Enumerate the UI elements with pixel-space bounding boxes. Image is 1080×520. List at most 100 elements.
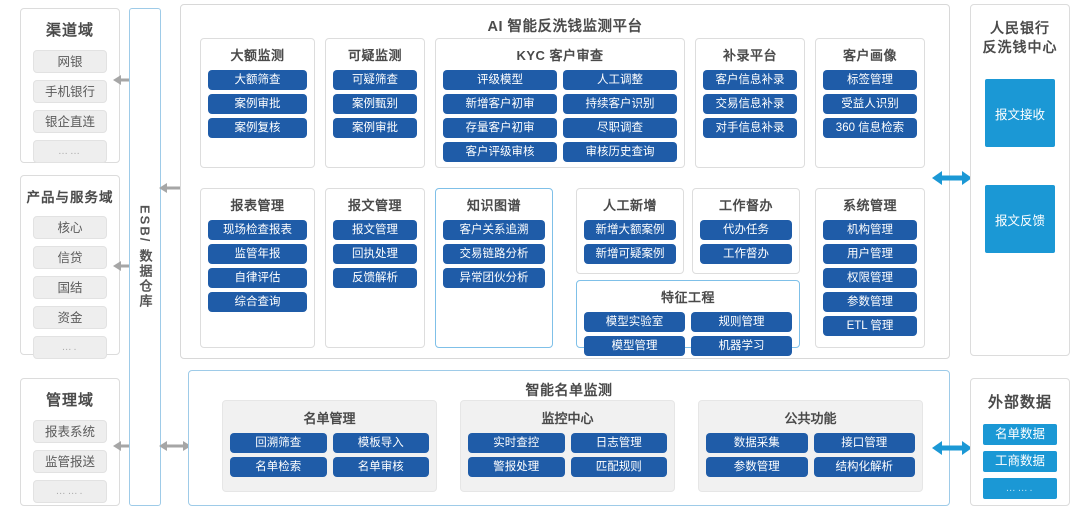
module-button[interactable]: 规则管理 xyxy=(691,312,792,332)
module-button[interactable]: 可疑筛查 xyxy=(333,70,417,90)
module-button[interactable]: 客户评级审核 xyxy=(443,142,557,162)
module-button[interactable]: 权限管理 xyxy=(823,268,917,288)
group-title: 名单管理 xyxy=(303,411,356,426)
module-button[interactable]: 对手信息补录 xyxy=(703,118,797,138)
group-button[interactable]: 结构化解析 xyxy=(813,457,915,477)
module-message-management: 报文管理 报文管理 回执处理 反馈解析 xyxy=(325,188,425,348)
module-button[interactable]: 360 信息检索 xyxy=(823,118,917,138)
group-monitoring-center: 监控中心 实时查控 日志管理 警报处理 匹配规则 xyxy=(460,400,675,492)
module-supplementary-platform: 补录平台 客户信息补录 交易信息补录 对手信息补录 xyxy=(695,38,805,168)
module-button[interactable]: 报文管理 xyxy=(333,220,417,240)
module-button[interactable]: 大额筛查 xyxy=(208,70,307,90)
module-knowledge-graph: 知识图谱 客户关系追溯 交易链路分析 异常团伙分析 xyxy=(435,188,553,348)
module-button[interactable]: 新增可疑案例 xyxy=(584,244,676,264)
domain-item[interactable]: 手机银行 xyxy=(33,80,107,103)
domain-item[interactable]: 核心 xyxy=(33,216,107,239)
group-button[interactable]: 模板导入 xyxy=(332,433,429,453)
group-button[interactable]: 日志管理 xyxy=(570,433,667,453)
module-work-supervision: 工作督办 代办任务 工作督办 xyxy=(692,188,800,274)
group-button[interactable]: 接口管理 xyxy=(813,433,915,453)
group-button[interactable]: 实时查控 xyxy=(468,433,565,453)
pboc-box-message-feedback[interactable]: 报文反馈 xyxy=(985,185,1055,253)
group-button[interactable]: 警报处理 xyxy=(468,457,565,477)
module-button[interactable]: 案例复核 xyxy=(208,118,307,138)
external-data-item[interactable]: 工商数据 xyxy=(983,451,1057,472)
domain-item[interactable]: 监管报送 xyxy=(33,450,107,473)
group-title: 监控中心 xyxy=(541,411,594,426)
module-button[interactable]: 存量客户初审 xyxy=(443,118,557,138)
module-button[interactable]: 用户管理 xyxy=(823,244,917,264)
group-public-functions: 公共功能 数据采集 接口管理 参数管理 结构化解析 xyxy=(698,400,923,492)
group-button[interactable]: 匹配规则 xyxy=(570,457,667,477)
domain-item[interactable]: 资金 xyxy=(33,306,107,329)
domain-title: 管理域 xyxy=(45,392,94,409)
module-title: 工作督办 xyxy=(718,198,773,213)
module-button[interactable]: 回执处理 xyxy=(333,244,417,264)
module-button[interactable]: 标签管理 xyxy=(823,70,917,90)
module-button[interactable]: 案例审批 xyxy=(333,118,417,138)
module-button[interactable]: 工作督办 xyxy=(700,244,792,264)
module-button[interactable]: 尽职调查 xyxy=(563,118,677,138)
module-button[interactable]: 参数管理 xyxy=(823,292,917,312)
esb-label: ESB/ 数据仓库 xyxy=(137,205,153,309)
module-button[interactable]: 客户关系追溯 xyxy=(443,220,545,240)
domain-title: 产品与服务域 xyxy=(26,190,114,205)
module-button[interactable]: 现场检查报表 xyxy=(208,220,307,240)
arrow-esb-to-list-platform xyxy=(159,441,191,451)
module-feature-engineering: 特征工程 模型实验室 规则管理 模型管理 机器学习 xyxy=(576,280,800,356)
external-data-item[interactable]: 名单数据 xyxy=(983,424,1057,445)
module-button[interactable]: 客户信息补录 xyxy=(703,70,797,90)
module-button[interactable]: 机器学习 xyxy=(691,336,792,356)
module-title: 可疑监测 xyxy=(347,48,402,63)
module-button[interactable]: 反馈解析 xyxy=(333,268,417,288)
module-button[interactable]: 模型实验室 xyxy=(584,312,685,332)
module-button[interactable]: 模型管理 xyxy=(584,336,685,356)
group-button[interactable]: 参数管理 xyxy=(706,457,808,477)
module-button[interactable]: 监管年报 xyxy=(208,244,307,264)
module-button[interactable]: 评级模型 xyxy=(443,70,557,90)
module-button[interactable]: ETL 管理 xyxy=(823,316,917,336)
domain-item[interactable]: 国结 xyxy=(33,276,107,299)
module-button[interactable]: 机构管理 xyxy=(823,220,917,240)
arrow-platform-to-pboc xyxy=(932,171,972,185)
pboc-title-line1: 人民银行 xyxy=(990,20,1050,36)
module-button[interactable]: 交易信息补录 xyxy=(703,94,797,114)
list-panel-title: 智能名单监测 xyxy=(525,382,613,398)
domain-item-ellipsis: ……. xyxy=(33,480,107,503)
module-button[interactable]: 审核历史查询 xyxy=(563,142,677,162)
module-button[interactable]: 受益人识别 xyxy=(823,94,917,114)
group-button[interactable]: 名单审核 xyxy=(332,457,429,477)
module-system-management: 系统管理 机构管理 用户管理 权限管理 参数管理 ETL 管理 xyxy=(815,188,925,348)
module-button[interactable]: 人工调整 xyxy=(563,70,677,90)
external-data-card: 外部数据 名单数据 工商数据 ……. xyxy=(970,378,1070,506)
pboc-title-line2: 反洗钱中心 xyxy=(982,39,1058,55)
domain-card-product-service: 产品与服务域 核心 信贷 国结 资金 …. xyxy=(20,175,120,359)
domain-item[interactable]: 报表系统 xyxy=(33,420,107,443)
module-button[interactable]: 交易链路分析 xyxy=(443,244,545,264)
module-customer-profile: 客户画像 标签管理 受益人识别 360 信息检索 xyxy=(815,38,925,168)
group-list-management: 名单管理 回溯筛查 模板导入 名单检索 名单审核 xyxy=(222,400,437,492)
module-button[interactable]: 代办任务 xyxy=(700,220,792,240)
module-title: KYC 客户审查 xyxy=(516,48,604,63)
module-suspicious-monitoring: 可疑监测 可疑筛查 案例甄别 案例审批 xyxy=(325,38,425,168)
domain-item[interactable]: 信贷 xyxy=(33,246,107,269)
module-button[interactable]: 案例甄别 xyxy=(333,94,417,114)
module-button[interactable]: 自律评估 xyxy=(208,268,307,288)
module-button[interactable]: 新增客户初审 xyxy=(443,94,557,114)
module-title: 系统管理 xyxy=(842,198,897,213)
group-button[interactable]: 数据采集 xyxy=(706,433,808,453)
module-button[interactable]: 综合查询 xyxy=(208,292,307,312)
group-button[interactable]: 回溯筛查 xyxy=(230,433,327,453)
pboc-box-message-receive[interactable]: 报文接收 xyxy=(985,79,1055,147)
module-button[interactable]: 异常团伙分析 xyxy=(443,268,545,288)
module-button[interactable]: 案例审批 xyxy=(208,94,307,114)
module-title: 补录平台 xyxy=(722,48,777,63)
group-button[interactable]: 名单检索 xyxy=(230,457,327,477)
external-data-item-ellipsis: ……. xyxy=(983,478,1057,499)
module-button[interactable]: 持续客户识别 xyxy=(563,94,677,114)
domain-card-management: 管理域 报表系统 监管报送 ……. xyxy=(20,378,120,506)
external-data-title: 外部数据 xyxy=(987,394,1052,411)
domain-item[interactable]: 银企直连 xyxy=(33,110,107,133)
domain-item[interactable]: 网银 xyxy=(33,50,107,73)
module-button[interactable]: 新增大额案例 xyxy=(584,220,676,240)
